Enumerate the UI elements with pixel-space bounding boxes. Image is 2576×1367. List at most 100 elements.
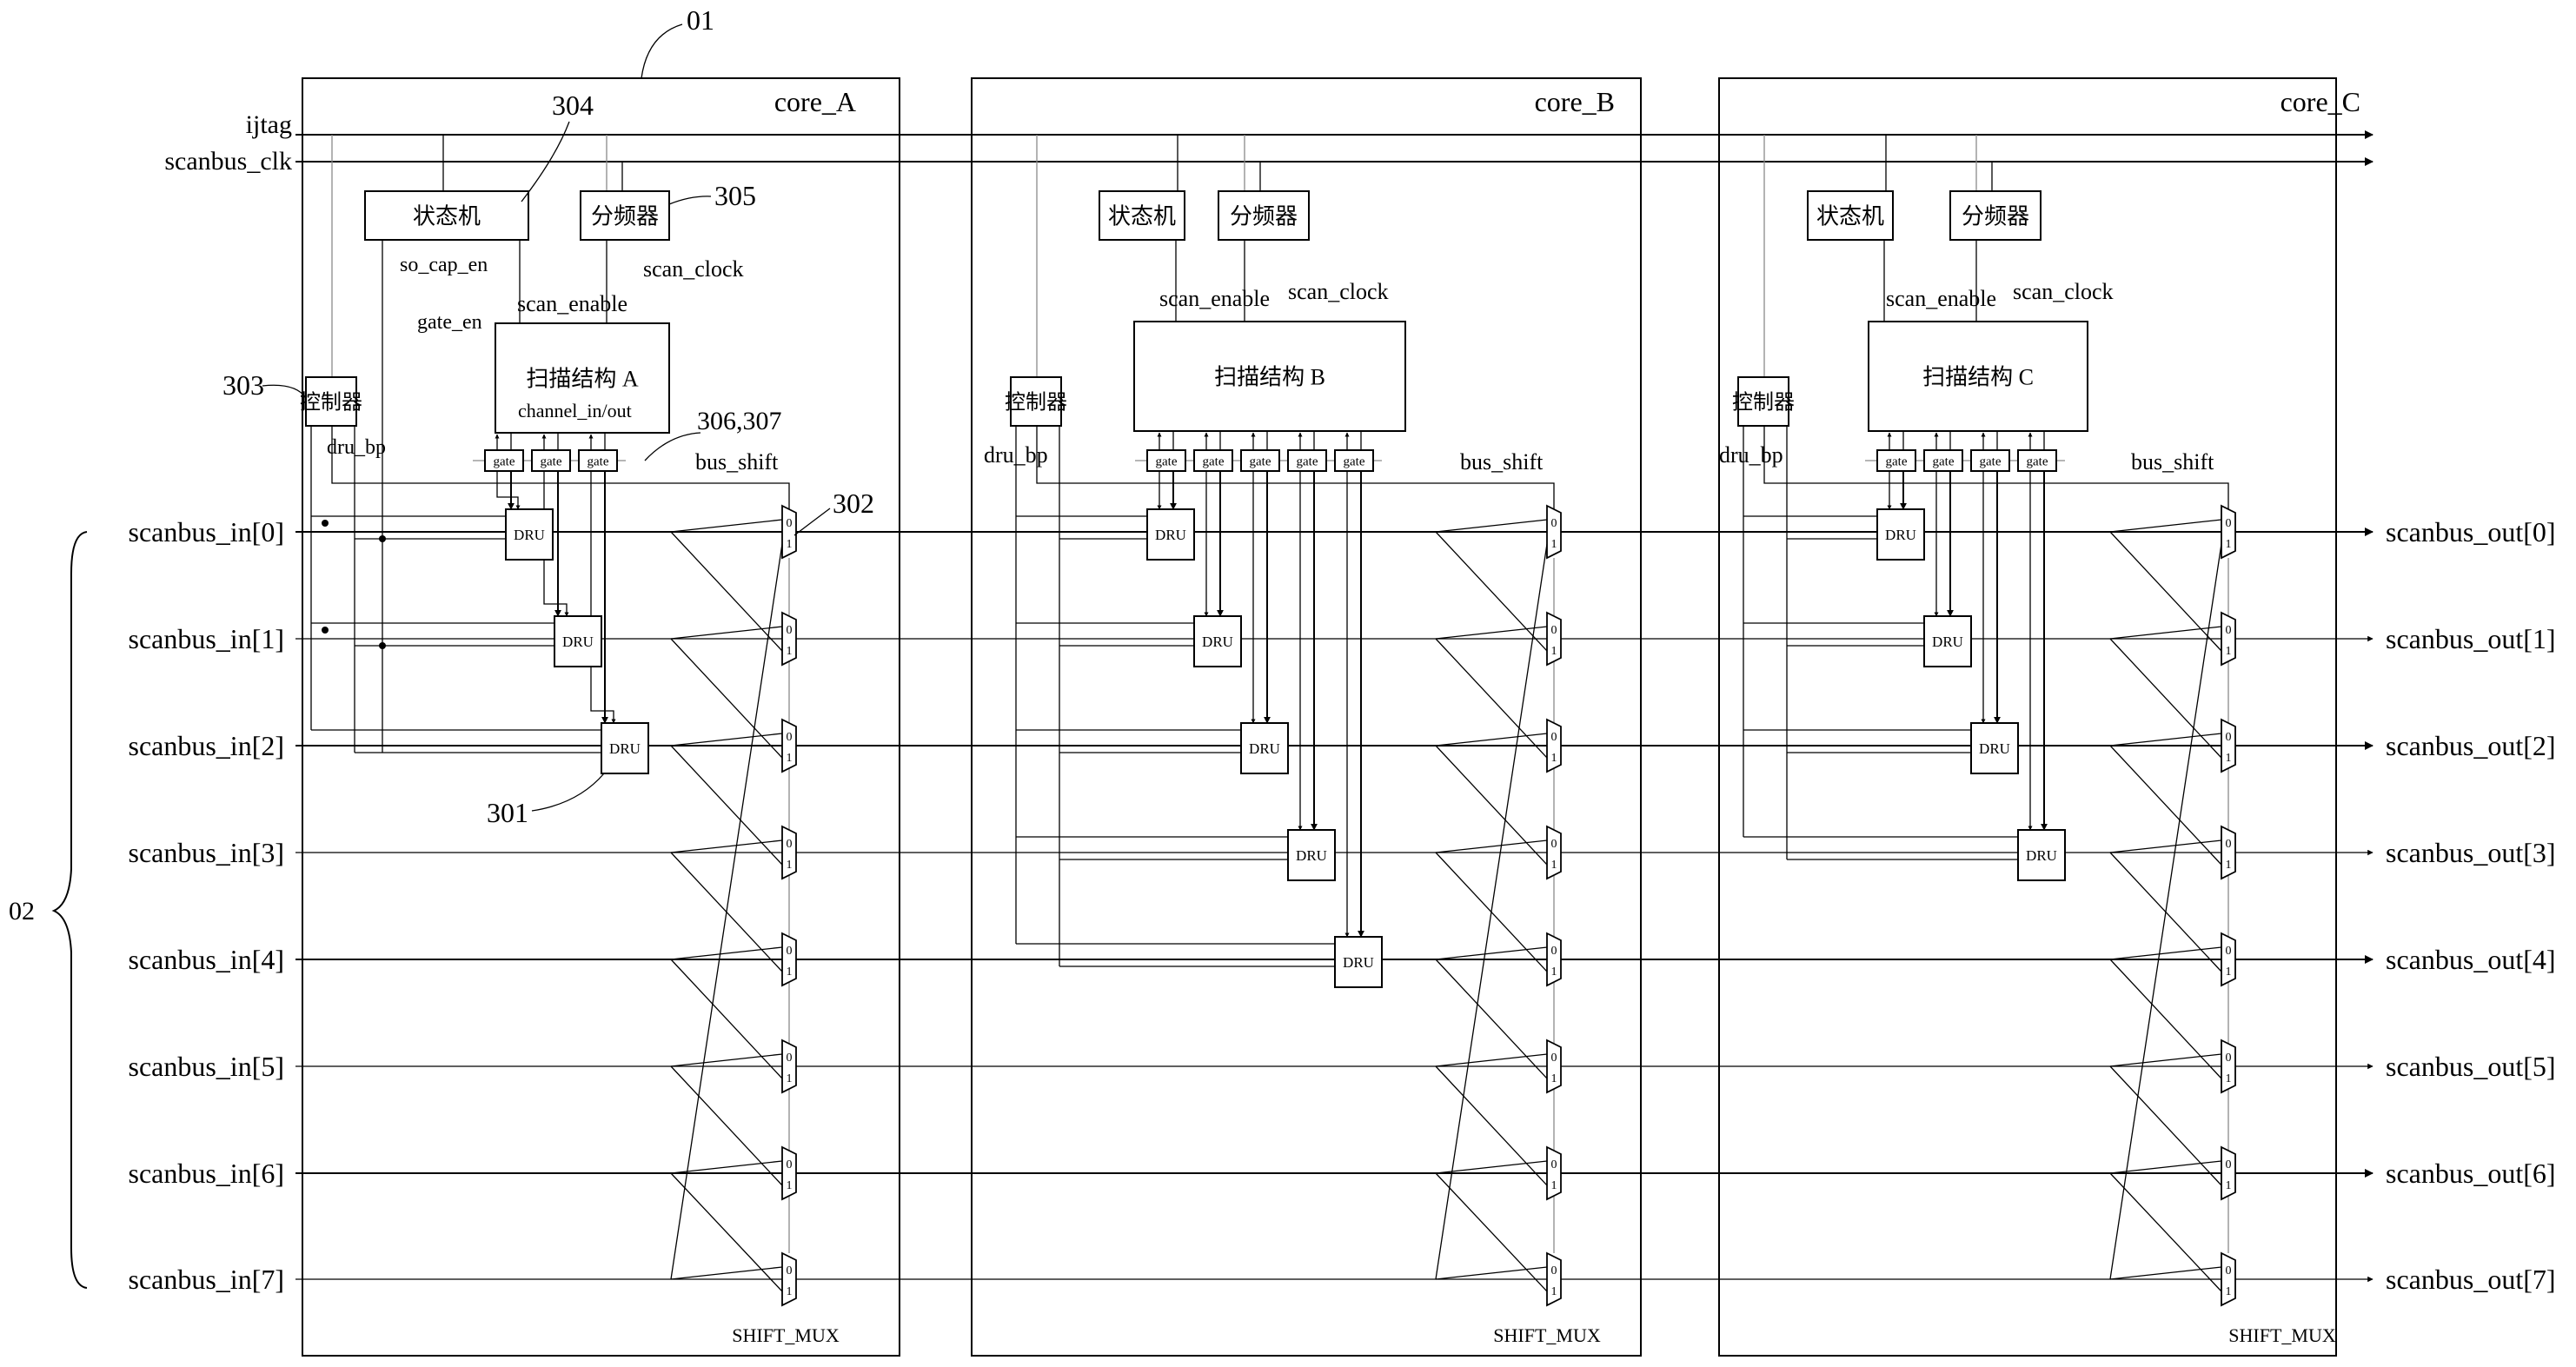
scan-struct-b-label: 扫描结构 B: [1214, 364, 1325, 389]
scan-clock-label-c: scan_clock: [2013, 279, 2114, 304]
shift-mux-b-4: [1546, 932, 1562, 987]
mux-in1-b-7: 1: [1551, 1285, 1557, 1298]
shift-diag-a-5: [670, 959, 783, 1079]
shift-diag-c-7: [2109, 1172, 2222, 1292]
dru-b-2-label: DRU: [1249, 740, 1280, 757]
shift-mux-c-5: [2221, 1039, 2236, 1094]
scanbus-clk-label: scanbus_clk: [164, 147, 292, 176]
mux-in0-b-5: 0: [1551, 1052, 1557, 1065]
mux-in0-c-3: 0: [2226, 838, 2232, 851]
mux-in0-c-7: 0: [2226, 1264, 2232, 1277]
bus-shift-wire-a: [331, 417, 790, 509]
gate-b-0: [1146, 449, 1186, 472]
mux-in0-b-4: 0: [1551, 945, 1557, 958]
gate-c-2: [1970, 449, 2010, 472]
scanbus-out-0-label: scanbus_out[0]: [2386, 516, 2556, 547]
dru-b-3: [1287, 829, 1336, 881]
mux-in1-a-1: 1: [787, 645, 793, 658]
shift-mux-c-2: [2221, 718, 2236, 773]
mux-in0-b-2: 0: [1551, 731, 1557, 744]
dru-a-2: [601, 722, 649, 774]
shift-direct-a-6: [670, 1160, 783, 1174]
mux-in1-a-6: 1: [787, 1179, 793, 1192]
controller-a-label: 控制器: [300, 391, 362, 415]
mux-in0-c-2: 0: [2226, 731, 2232, 744]
shift-direct-c-4: [2109, 946, 2222, 960]
junction-dot: [379, 642, 386, 649]
gate-b-2-label: gate: [1250, 455, 1271, 468]
shift-diag-b-7: [1435, 1172, 1548, 1292]
mux-in1-c-0: 1: [2226, 538, 2232, 551]
mux-in0-a-4: 0: [787, 945, 793, 958]
shift-direct-c-0: [2109, 519, 2222, 533]
scanbus-out-7-label: scanbus_out[7]: [2386, 1264, 2556, 1295]
shift-diag-c-1: [2109, 531, 2222, 652]
mux-in1-a-7: 1: [787, 1285, 793, 1298]
shift-diag-a-7: [670, 1172, 783, 1292]
shift-mux-b-5: [1546, 1039, 1562, 1094]
dru-b-0: [1146, 508, 1195, 561]
scan-clock-label-b: scan_clock: [1288, 279, 1389, 304]
leader-01: [641, 23, 683, 79]
mux-in0-a-1: 0: [787, 624, 793, 637]
shift-direct-b-6: [1435, 1160, 1548, 1174]
scanbus-out-3-label: scanbus_out[3]: [2386, 837, 2556, 868]
shift-mux-c-6: [2221, 1145, 2236, 1201]
gate-en-label: gate_en: [417, 311, 482, 334]
scanbus-out-6-label: scanbus_out[6]: [2386, 1158, 2556, 1189]
mux-in0-a-5: 0: [787, 1052, 793, 1065]
divider-b: [1218, 190, 1310, 241]
scanbus-in-5-label: scanbus_in[5]: [128, 1051, 284, 1082]
dru-c-2-label: DRU: [1979, 740, 2010, 757]
core-c-name: core_C: [2281, 86, 2360, 117]
shift-direct-b-4: [1435, 946, 1548, 960]
ref-306-307: 306,307: [697, 407, 782, 435]
shift-mux-b-6: [1546, 1145, 1562, 1201]
mux-in1-b-5: 1: [1551, 1072, 1557, 1085]
mux-in0-a-6: 0: [787, 1158, 793, 1171]
dru-a-1: [554, 615, 602, 667]
controller-b: [1010, 376, 1062, 427]
leader-306-307: [644, 432, 701, 461]
scan-enable-label-b: scan_enable: [1159, 286, 1270, 311]
shift-diag-c-5: [2109, 959, 2222, 1079]
mux-in0-c-5: 0: [2226, 1052, 2232, 1065]
shift-mux-a-0: [781, 504, 797, 560]
mux-in0-b-6: 0: [1551, 1158, 1557, 1171]
input-brace: [51, 531, 88, 1289]
mux-in1-b-6: 1: [1551, 1179, 1557, 1192]
shift-direct-b-3: [1435, 839, 1548, 853]
shift-direct-b-1: [1435, 626, 1548, 640]
leader-301: [531, 773, 605, 812]
so-cap-en-label: so_cap_en: [400, 254, 488, 276]
mux-in0-a-7: 0: [787, 1264, 793, 1277]
wires-layer: [295, 130, 2374, 1292]
gate-c-0: [1876, 449, 1916, 472]
gate-a-2-label: gate: [588, 455, 609, 468]
dru-a-1-label: DRU: [562, 634, 594, 650]
shift-mux-a-4: [781, 932, 797, 987]
controller-b-label: 控制器: [1005, 391, 1067, 415]
dru-c-2: [1970, 722, 2019, 774]
state-machine-c: [1807, 190, 1894, 241]
gate-b-3-label: gate: [1297, 455, 1318, 468]
shift-mux-b-2: [1546, 718, 1562, 773]
shift-diag-b-4: [1435, 852, 1548, 972]
state-machine-b: [1099, 190, 1185, 241]
shift-direct-c-7: [2109, 1266, 2222, 1280]
gate-c-3: [2017, 449, 2057, 472]
core-c-boundary: [1718, 77, 2337, 1357]
ref-303: 303: [222, 369, 264, 401]
scan-enable-label-c: scan_enable: [1886, 286, 1996, 311]
shift-direct-c-5: [2109, 1053, 2222, 1067]
divider-a: [580, 190, 670, 241]
shift-direct-a-7: [670, 1266, 783, 1280]
shift-mux-b-3: [1546, 825, 1562, 880]
shift-diag-a-3: [670, 745, 783, 866]
scanbus-out-1-label: scanbus_out[1]: [2386, 623, 2556, 654]
dru-in-a-0: [496, 471, 521, 510]
leader-302: [793, 508, 831, 536]
dru-b-2: [1240, 722, 1289, 774]
